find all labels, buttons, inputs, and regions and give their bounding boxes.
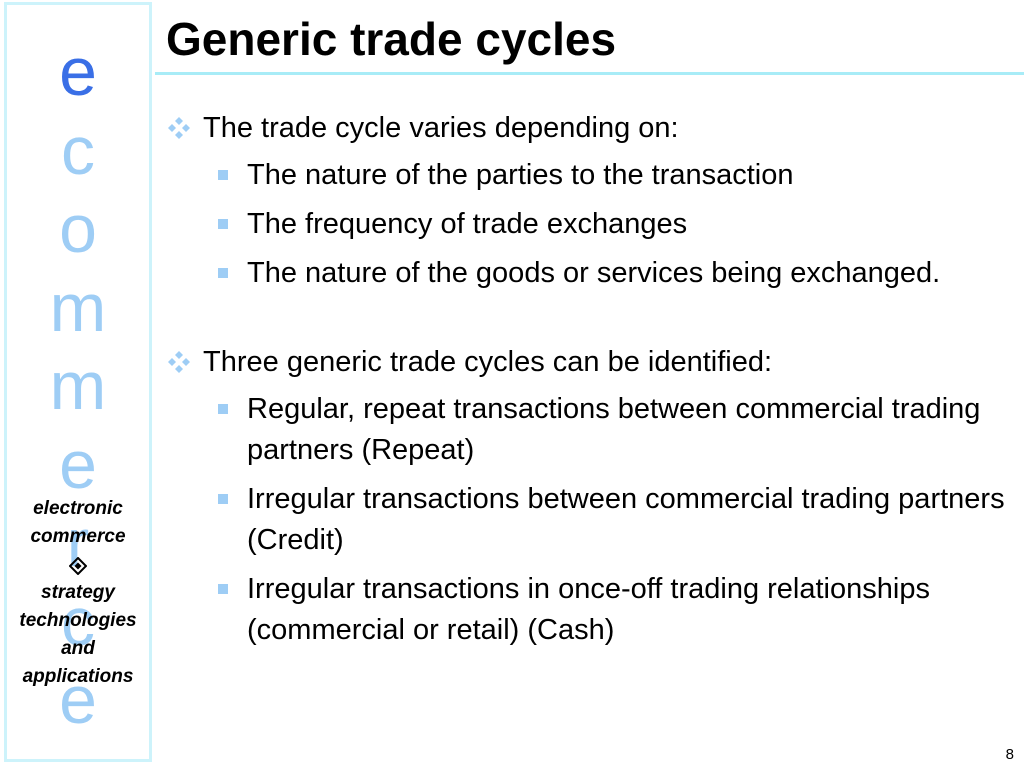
wordmark-letter: c (61, 112, 95, 189)
sub-bullet-list: Regular, repeat transactions between com… (203, 389, 1006, 651)
book-caption: electronic commerce strategy technologie… (7, 495, 149, 691)
page-number: 8 (1005, 746, 1014, 763)
sub-bullet-text: The frequency of trade exchanges (247, 208, 688, 240)
square-bullet-icon (218, 494, 228, 504)
wordmark-letter: c (61, 583, 95, 660)
square-bullet-icon (218, 584, 228, 594)
caption-line: strategy (41, 582, 115, 603)
caption-line: electronic (33, 498, 123, 519)
bullet-text: Three generic trade cycles can be identi… (203, 346, 773, 378)
wordmark-letter: e (59, 34, 97, 110)
diamond-bullet-icon (7, 551, 149, 579)
sub-bullet-text: Irregular transactions in once-off tradi… (247, 573, 930, 646)
sub-bullet-item: The nature of the parties to the transac… (203, 155, 1006, 196)
square-bullet-icon (218, 170, 228, 180)
four-diamond-bullet-icon (166, 346, 192, 373)
title-divider (155, 72, 1024, 75)
caption-line: applications (22, 666, 134, 687)
sub-bullet-list: The nature of the parties to the transac… (203, 155, 1006, 294)
wordmark-letter: e (59, 662, 97, 738)
square-bullet-icon (218, 219, 228, 229)
wordmark-letter: m (49, 269, 107, 346)
wordmark-letter: e (59, 426, 97, 503)
sub-bullet-item: The frequency of trade exchanges (203, 204, 1006, 245)
caption-line: commerce (30, 526, 126, 547)
caption-line: technologies (19, 610, 137, 631)
sub-bullet-item: The nature of the goods or services bein… (203, 253, 1006, 294)
bullet-text: The trade cycle varies depending on: (203, 112, 679, 144)
bullet-list: The trade cycle varies depending on: The… (166, 108, 1006, 659)
four-diamond-bullet-icon (166, 112, 192, 139)
sidebar: e c o m m e r c e electronic commerce st… (4, 2, 152, 762)
wordmark-letter: m (49, 348, 107, 424)
sub-bullet-item: Irregular transactions in once-off tradi… (203, 569, 1006, 651)
spacer (166, 302, 1006, 342)
wordmark-letter: o (59, 191, 97, 267)
ecommerce-vertical-wordmark: e c o m m e r c e (7, 33, 149, 740)
caption-line: and (61, 638, 95, 659)
square-bullet-icon (218, 404, 228, 414)
sub-bullet-text: The nature of the parties to the transac… (247, 159, 794, 191)
sub-bullet-text: The nature of the goods or services bein… (247, 257, 941, 289)
sub-bullet-item: Regular, repeat transactions between com… (203, 389, 1006, 471)
square-bullet-icon (218, 268, 228, 278)
sub-bullet-text: Irregular transactions between commercia… (247, 483, 1005, 556)
sub-bullet-text: Regular, repeat transactions between com… (247, 393, 981, 466)
bullet-item: Three generic trade cycles can be identi… (166, 342, 1006, 651)
bullet-item: The trade cycle varies depending on: The… (166, 108, 1006, 294)
slide-title: Generic trade cycles (166, 13, 617, 65)
sub-bullet-item: Irregular transactions between commercia… (203, 479, 1006, 561)
